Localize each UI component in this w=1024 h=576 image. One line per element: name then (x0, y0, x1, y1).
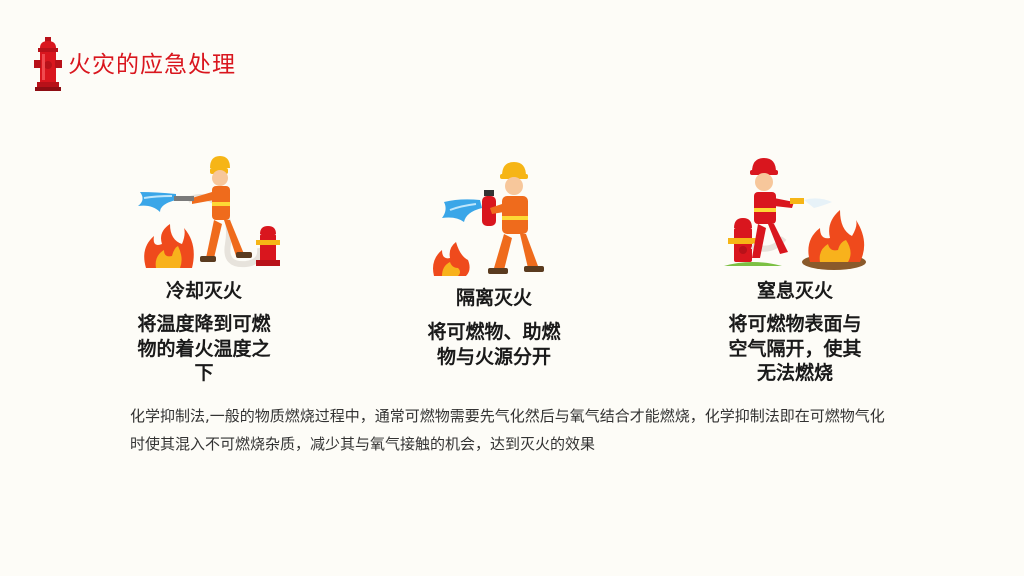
method-description-cooling: 将温度降到可燃物的着火温度之下 (137, 313, 271, 385)
method-title-isolation: 隔离灭火 (455, 287, 532, 309)
fire-hydrant-icon (34, 37, 62, 91)
method-description-isolation: 将可燃物、助燃物与火源分开 (427, 321, 561, 368)
firefighter-hydrant-illustration (724, 158, 866, 270)
method-description-smothering: 将可燃物表面与空气隔开，使其无法燃烧 (728, 313, 862, 385)
chemical-suppression-paragraph: 化学抑制法,一般的物质燃烧过程中，通常可燃物需要先气化然后与氧气结合才能燃烧，化… (130, 407, 885, 453)
firefighter-extinguisher-illustration (433, 162, 544, 276)
method-title-smothering: 窒息灭火 (756, 280, 833, 302)
firefighter-spraying-hose-illustration (138, 156, 280, 268)
method-title-cooling: 冷却灭火 (165, 280, 242, 302)
page-title: 火灾的应急处理 (68, 52, 236, 78)
